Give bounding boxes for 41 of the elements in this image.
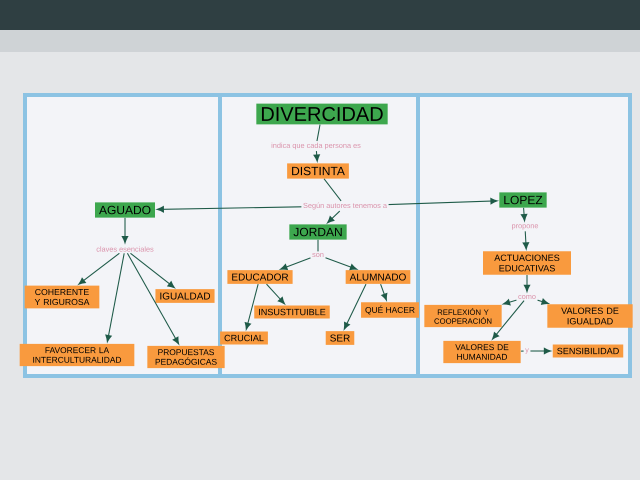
arrow xyxy=(524,275,530,292)
arrow xyxy=(78,252,120,285)
concept-box: DIVERCIDAD xyxy=(256,104,388,124)
arrow xyxy=(314,150,320,162)
concept-box: CRUCIAL xyxy=(220,331,268,345)
arrow xyxy=(522,231,530,250)
concept-box: JORDAN xyxy=(289,224,347,240)
arrow xyxy=(344,284,366,330)
arrow xyxy=(388,198,498,206)
concept-box: ACTUACIONES EDUCATIVAS xyxy=(483,251,571,275)
concept-box: COHERENTE Y RIGUROSA xyxy=(24,286,100,308)
concept-box: EDUCADOR xyxy=(227,270,293,284)
arrow xyxy=(327,210,340,224)
arrow xyxy=(502,299,517,306)
arrow xyxy=(280,257,311,270)
concept-box: SENSIBILIDAD xyxy=(552,344,624,358)
concept-box: VALORES DE HUMANIDAD xyxy=(443,340,521,364)
concept-box: ALUMNADO xyxy=(346,270,410,284)
concept-box: IGUALDAD xyxy=(155,289,215,303)
concept-box: VALORES DE IGUALDAD xyxy=(547,304,633,328)
arrow xyxy=(156,206,302,213)
arrow xyxy=(492,300,524,340)
arrow xyxy=(244,284,259,330)
arrow xyxy=(266,284,285,304)
concept-box: FAVORECER LA INTERCULTURALIDAD xyxy=(20,344,134,366)
arrow xyxy=(325,257,358,270)
arrow xyxy=(122,218,128,244)
arrow xyxy=(537,298,549,305)
arrow xyxy=(530,348,552,354)
concept-box: INSUSTITUIBLE xyxy=(254,305,330,319)
arrow xyxy=(130,252,175,288)
concept-box: DISTINTA xyxy=(287,163,349,179)
arrow xyxy=(520,208,528,222)
concept-box: LOPEZ xyxy=(499,192,547,208)
concept-box: QUÉ HACER xyxy=(361,302,419,318)
arrow xyxy=(105,253,125,342)
concept-box: PROPUESTAS PEDAGÓGICAS xyxy=(147,346,225,368)
arrow xyxy=(126,253,180,344)
arrow xyxy=(380,284,388,301)
concept-box: AGUADO xyxy=(95,202,155,218)
concept-box: SER xyxy=(326,331,354,345)
